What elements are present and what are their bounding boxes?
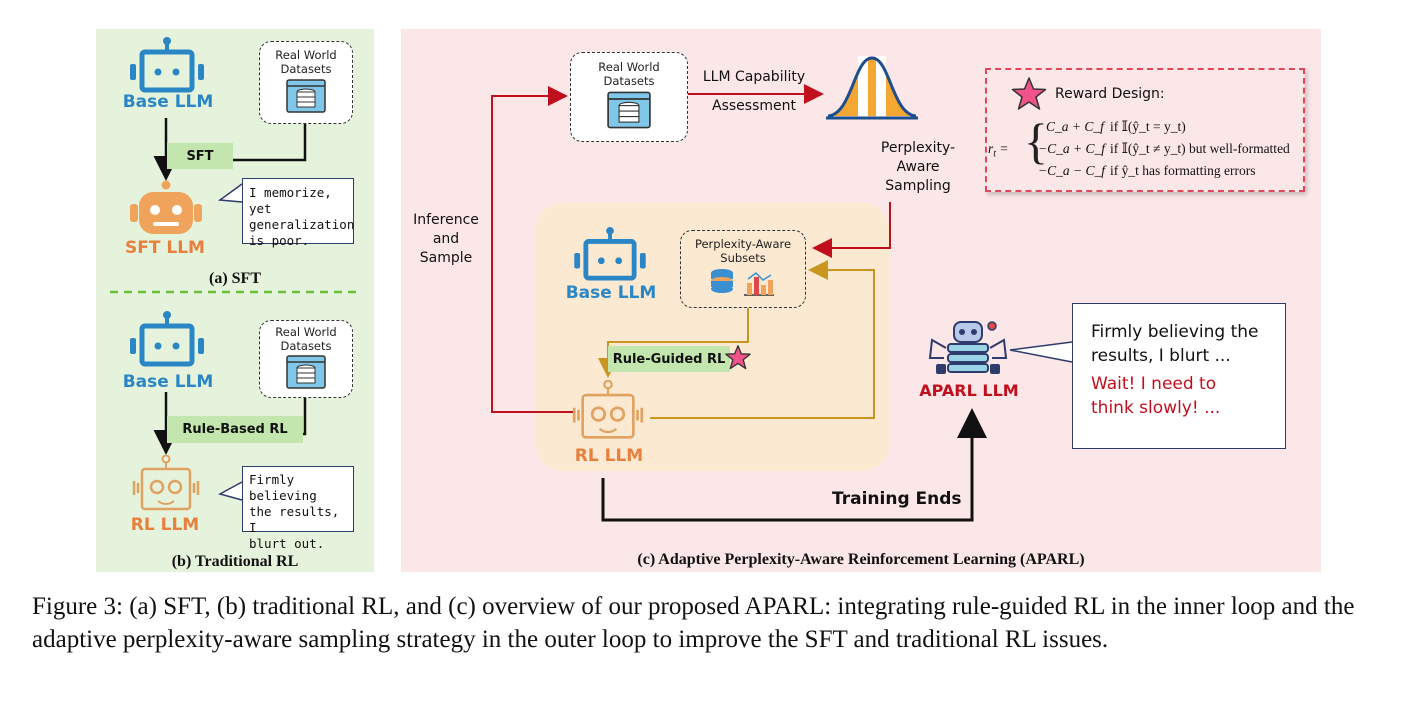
- sft-tag: SFT: [167, 143, 233, 169]
- arrow-inference-sample: [491, 86, 575, 413]
- star-icon: [1011, 77, 1047, 110]
- base-llm-label-b: Base LLM: [122, 372, 214, 392]
- bubble-c-tail: [1009, 341, 1073, 363]
- database-icon: [607, 91, 651, 129]
- base-llm-label-a: Base LLM: [122, 92, 214, 112]
- assessment-label-2: Assessment: [712, 98, 796, 114]
- database-stack-icon: [711, 269, 733, 293]
- speech-bubble-b-text: Firmly believing the results, I blurt ou…: [249, 472, 340, 551]
- bubble-b-tail: [218, 481, 243, 501]
- reward-brace: {: [1024, 113, 1048, 169]
- base-llm-label-c: Base LLM: [565, 283, 657, 303]
- speech-bubble-a-text: I memorize, yet generalization is poor.: [249, 185, 355, 248]
- inference-sample-label: Inference and Sample: [413, 212, 479, 266]
- star-icon: [725, 345, 751, 370]
- datasets-label-a: Real World Datasets: [275, 48, 337, 76]
- rl-llm-robot-icon-c: [572, 380, 644, 439]
- assessment-label-1: LLM Capability: [702, 69, 806, 85]
- subsets-icons: [711, 269, 774, 296]
- caption-c: (c) Adaptive Perplexity-Aware Reinforcem…: [637, 551, 1085, 568]
- database-icon: [286, 355, 326, 389]
- reward-lhs-symbol: r: [988, 141, 994, 156]
- bell-curve-icon: [826, 56, 918, 120]
- base-llm-robot-icon: [130, 37, 204, 93]
- rule-based-rl-tag: Rule-Based RL: [167, 416, 303, 443]
- speech-bubble-a: I memorize, yet generalization is poor.: [242, 178, 354, 248]
- database-icon: [286, 79, 326, 113]
- bar-chart-icon: [744, 272, 774, 296]
- rl-llm-label-b: RL LLM: [130, 515, 200, 535]
- bubble-a-tail: [217, 183, 243, 203]
- reward-row-2-cond: if 𝕀(ŷ_t ≠ y_t) but well-formatted: [1110, 141, 1290, 156]
- aparl-llm-robot-icon: [928, 321, 1008, 374]
- sft-llm-label: SFT LLM: [125, 238, 205, 258]
- caption-a: (a) SFT: [209, 270, 261, 287]
- reward-design-box: [985, 68, 1305, 192]
- datasets-box-b: Real World Datasets: [259, 320, 353, 398]
- perplexity-subsets-label: Perplexity-Aware Subsets: [694, 237, 792, 265]
- caption-b: (b) Traditional RL: [171, 553, 299, 570]
- reward-row-1-expr: C_a + C_f: [1046, 119, 1104, 134]
- base-llm-robot-icon-c: [574, 226, 646, 281]
- perplexity-sampling-label: Perplexity- Aware Sampling: [880, 140, 956, 194]
- speech-bubble-c: Firmly believing the results, I blurt ..…: [1072, 303, 1286, 449]
- sft-llm-robot-icon: [130, 180, 202, 234]
- speech-bubble-c-text: Firmly believing the results, I blurt ..…: [1091, 322, 1259, 366]
- reward-row-2-expr: −C_a + C_f: [1038, 141, 1105, 156]
- rl-llm-label-c: RL LLM: [574, 446, 644, 466]
- reward-design-title: Reward Design:: [1055, 86, 1165, 102]
- datasets-box-a: Real World Datasets: [259, 41, 353, 124]
- reward-lhs: rt =: [988, 141, 1009, 160]
- speech-bubble-b: Firmly believing the results, I blurt ou…: [242, 466, 354, 551]
- training-ends-label: Training Ends: [832, 489, 962, 509]
- arrow-sampling: [812, 202, 891, 258]
- datasets-label-b: Real World Datasets: [275, 325, 337, 353]
- rl-llm-robot-icon-b: [132, 455, 200, 511]
- datasets-label-c: Real World Datasets: [598, 60, 660, 88]
- arrow-training-ends: [601, 408, 987, 522]
- reward-row-3-cond: if ŷ_t has formatting errors: [1110, 163, 1256, 178]
- speech-bubble-c-red-text: Wait! I need to think slowly! ...: [1091, 374, 1221, 418]
- datasets-box-c: Real World Datasets: [570, 52, 688, 142]
- rule-guided-rl-tag: Rule-Guided RL: [608, 346, 730, 372]
- aparl-llm-label: APARL LLM: [919, 381, 1019, 400]
- reward-row-1-cond: if 𝕀(ŷ_t = y_t): [1110, 119, 1186, 134]
- figure-caption: Figure 3: (a) SFT, (b) traditional RL, a…: [32, 593, 1355, 653]
- base-llm-robot-icon-b: [130, 311, 204, 367]
- perplexity-subsets-box: Perplexity-Aware Subsets: [680, 230, 806, 308]
- reward-row-3-expr: −C_a − C_f: [1038, 163, 1105, 178]
- arrow-rl-feedback: [650, 260, 875, 419]
